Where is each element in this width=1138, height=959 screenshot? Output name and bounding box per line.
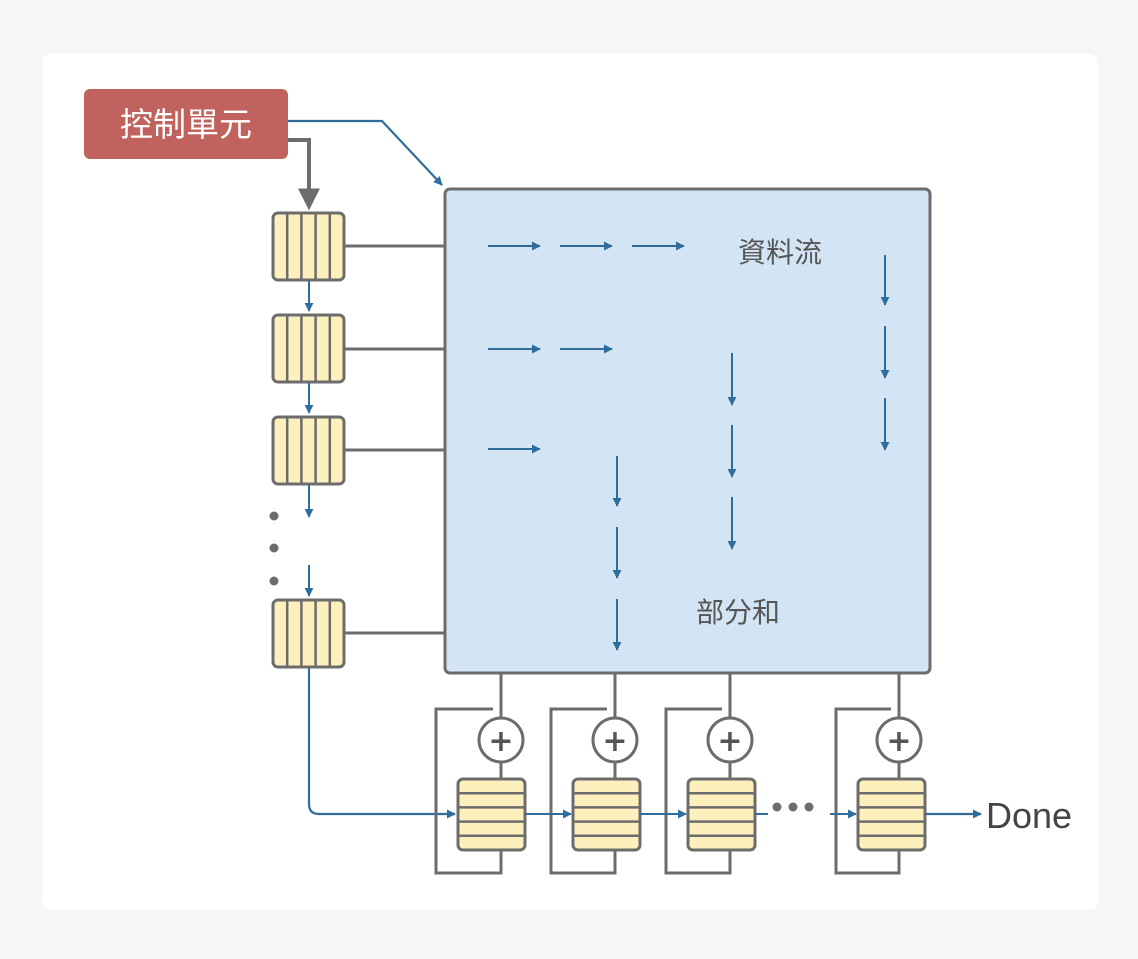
control-unit-label: 控制單元 <box>120 105 252 144</box>
control-to-array-arrow <box>288 119 443 186</box>
adder-plus-sign: + <box>886 724 911 759</box>
adder-circle <box>591 716 639 764</box>
buffer-array-connections <box>345 244 445 635</box>
input-buffer <box>271 415 346 486</box>
adder-circle <box>706 716 754 764</box>
accumulator-unit: + <box>664 673 757 875</box>
accumulator-unit: + <box>834 673 927 875</box>
control-to-buffer-arrow <box>288 138 320 211</box>
done-label: Done <box>986 795 1072 836</box>
accumulator-unit: + <box>549 673 642 875</box>
adder-circle <box>477 716 525 764</box>
input-buffer <box>271 211 346 282</box>
dataflow-arrows <box>488 241 890 651</box>
accumulator-buffer <box>686 777 757 852</box>
adder-plus-sign: + <box>488 724 513 759</box>
accumulator-buffer <box>571 777 642 852</box>
accumulator-units: + + + + <box>434 673 927 875</box>
input-buffer <box>271 598 346 669</box>
last-buffer-to-accumulator-arrow <box>307 668 456 819</box>
processing-array <box>443 187 932 675</box>
dataflow-label: 資料流 <box>738 236 822 269</box>
horizontal-ellipsis <box>772 802 814 812</box>
control-unit: 控制單元 <box>84 89 288 159</box>
vertical-ellipsis <box>269 511 279 586</box>
accumulator-buffer <box>456 777 527 852</box>
partial-sum-label: 部分和 <box>696 596 780 629</box>
adder-plus-sign: + <box>717 724 742 759</box>
input-buffers <box>271 211 346 669</box>
accumulator-buffer <box>856 777 927 852</box>
adder-circle <box>875 716 923 764</box>
adder-plus-sign: + <box>602 724 627 759</box>
accumulator-unit: + <box>434 673 527 875</box>
input-buffer <box>271 313 346 384</box>
